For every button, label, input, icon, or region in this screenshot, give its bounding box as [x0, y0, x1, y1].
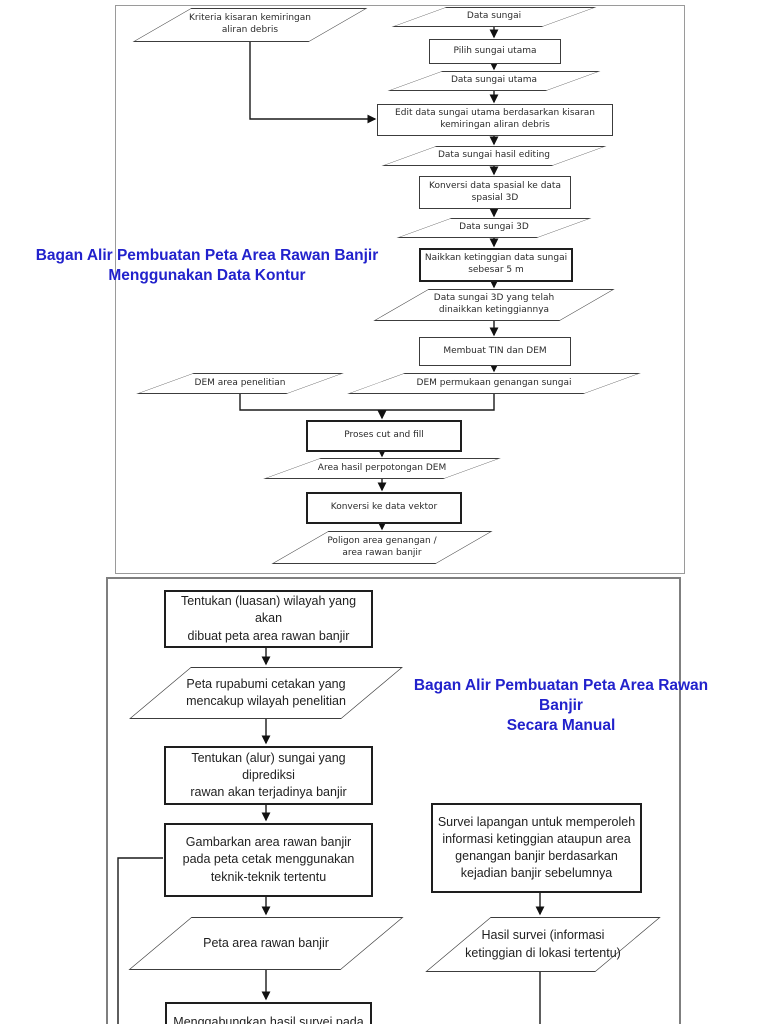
node-dem-permukaan-genangan: DEM permukaan genangan sungai: [347, 373, 641, 394]
node-data-sungai-utama: Data sungai utama: [387, 71, 601, 91]
top-flowchart-frame: [115, 5, 685, 574]
node-pilih-sungai-utama: Pilih sungai utama: [429, 39, 561, 64]
node-langkah-terpotong: Menggabungkan hasil survei pada peta are…: [165, 1002, 372, 1024]
bottom-title-line1: Bagan Alir Pembuatan Peta Area Rawan Ban…: [413, 677, 709, 714]
top-title-line1: Bagan Alir Pembuatan Peta Area Rawan Ban…: [35, 247, 379, 264]
node-peta-rupabumi: Peta rupabumi cetakan yang mencakup wila…: [129, 667, 403, 719]
connector-dem-join: [239, 394, 495, 411]
node-edit-data-sungai: Edit data sungai utama berdasarkan kisar…: [377, 104, 613, 136]
bottom-title-line2: Secara Manual: [506, 717, 616, 734]
node-gambarkan-area: Gambarkan area rawan banjir pada peta ce…: [164, 823, 373, 897]
bottom-flowchart-title: Bagan Alir Pembuatan Peta Area Rawan Ban…: [394, 676, 728, 736]
node-konversi-spasial-3d: Konversi data spasial ke data spasial 3D: [419, 176, 571, 209]
node-data-sungai: Data sungai: [391, 7, 597, 27]
node-naikkan-ketinggian: Naikkan ketinggian data sungai sebesar 5…: [419, 248, 573, 282]
node-hasil-survei: Hasil survei (informasi ketinggian di lo…: [425, 917, 661, 972]
node-data-sungai-3d-dinaikkan: Data sungai 3D yang telah dinaikkan keti…: [373, 289, 615, 321]
node-area-hasil-perpotongan: Area hasil perpotongan DEM: [263, 458, 501, 479]
connector-feedback-loop: [117, 857, 163, 1024]
node-tentukan-luasan: Tentukan (luasan) wilayah yang akan dibu…: [164, 590, 373, 648]
top-title-line2: Menggunakan Data Kontur: [108, 267, 306, 284]
connector-kriteria-edit: [249, 42, 377, 124]
node-membuat-tin-dem: Membuat TIN dan DEM: [419, 337, 571, 366]
node-tentukan-alur: Tentukan (alur) sungai yang diprediksi r…: [164, 746, 373, 805]
node-kriteria-kemiringan: Kriteria kisaran kemiringan aliran debri…: [132, 8, 368, 42]
node-data-sungai-3d: Data sungai 3D: [396, 218, 592, 238]
node-survei-lapangan: Survei lapangan untuk memperoleh informa…: [431, 803, 642, 893]
node-peta-area-rawan-banjir: Peta area rawan banjir: [128, 917, 404, 970]
bottom-flowchart-frame: [106, 577, 681, 1024]
node-data-sungai-hasil-editing: Data sungai hasil editing: [381, 146, 607, 166]
node-poligon-area-genangan: Poligon area genangan / area rawan banji…: [271, 531, 493, 564]
node-dem-area-penelitian: DEM area penelitian: [136, 373, 344, 394]
node-konversi-data-vektor: Konversi ke data vektor: [306, 492, 462, 524]
node-proses-cut-and-fill: Proses cut and fill: [306, 420, 462, 452]
top-flowchart-title: Bagan Alir Pembuatan Peta Area Rawan Ban…: [28, 246, 386, 286]
